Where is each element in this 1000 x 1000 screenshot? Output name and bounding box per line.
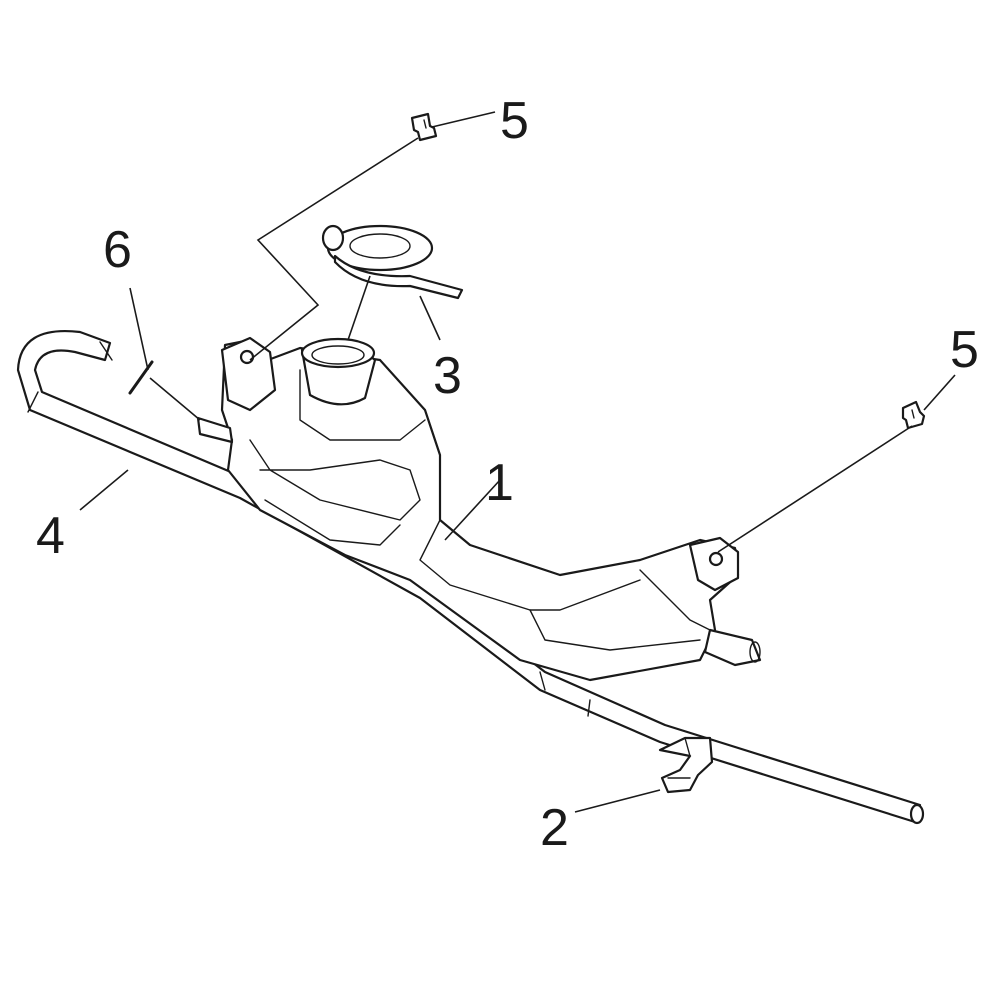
seal-ring: [128, 360, 154, 395]
screw-right: [901, 400, 926, 430]
screw-top: [410, 112, 438, 142]
callout-2: 2: [540, 799, 569, 857]
callout-6: 6: [103, 221, 132, 279]
expansion-tank: [196, 336, 762, 682]
filler-cap: [321, 224, 464, 300]
hose-clamp: [658, 736, 714, 794]
callout-5-right: 5: [950, 321, 979, 379]
callout-1: 1: [485, 454, 514, 512]
callout-3: 3: [433, 347, 462, 405]
callout-4: 4: [36, 507, 65, 565]
leader-lines: [79, 111, 956, 813]
callout-5-top: 5: [500, 92, 529, 150]
coolant-hose: [16, 330, 925, 825]
